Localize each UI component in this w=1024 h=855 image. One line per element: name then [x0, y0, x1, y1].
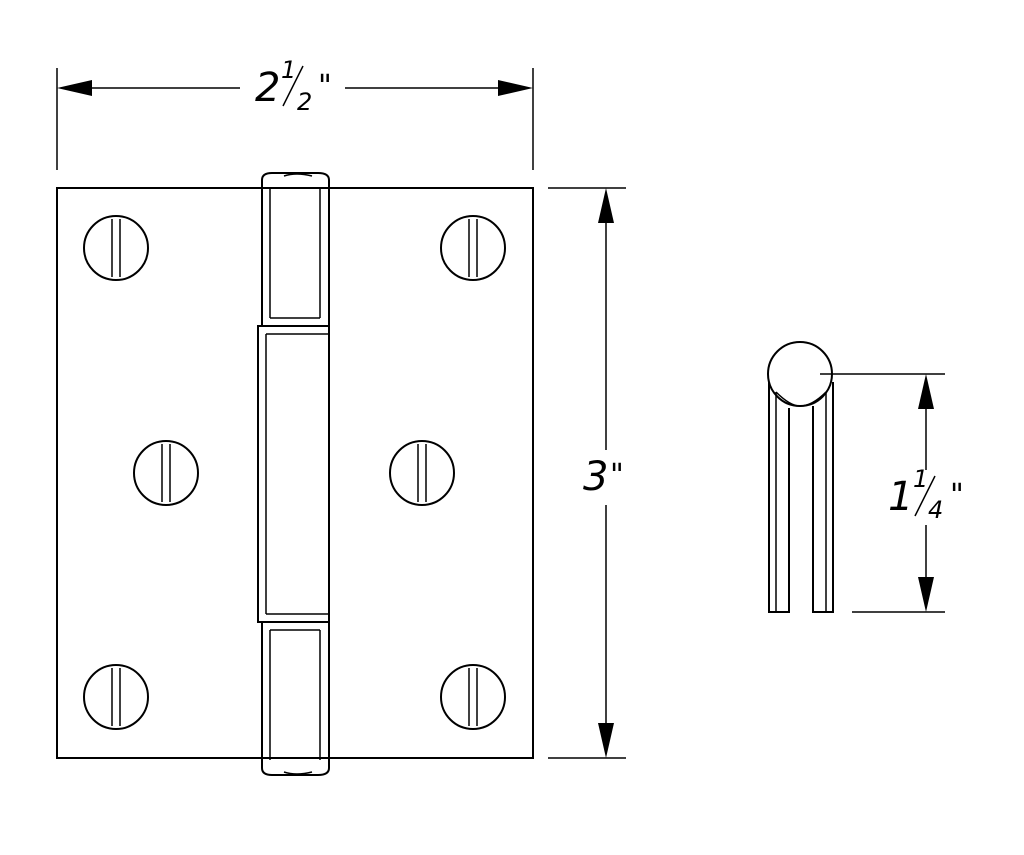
pin-numerator-label: 1	[913, 465, 928, 493]
hinge-knuckles	[257, 172, 330, 776]
height-whole-label: 3	[583, 454, 608, 500]
pin-height-dimension: 1 1 4 "	[820, 373, 964, 613]
pin-unit-label: "	[950, 478, 964, 513]
width-numerator-label: 1	[281, 56, 296, 84]
screw-holes	[83, 215, 506, 730]
top-knuckle	[261, 172, 330, 326]
arrowhead-down-icon	[918, 577, 934, 612]
arrowhead-down-icon	[598, 723, 614, 758]
screw-icon	[440, 664, 506, 730]
arrowhead-up-icon	[918, 374, 934, 409]
hinge-plate-outline	[56, 187, 534, 759]
width-whole-label: 2	[255, 65, 280, 111]
hinge-front-view	[56, 172, 534, 776]
arrowhead-left-icon	[57, 80, 92, 96]
height-unit-label: "	[610, 458, 624, 493]
middle-knuckle	[257, 325, 330, 623]
bottom-knuckle	[261, 622, 330, 776]
width-dimension: 2 1 2 "	[56, 56, 534, 170]
width-denominator-label: 2	[297, 88, 312, 116]
arrowhead-up-icon	[598, 188, 614, 223]
pin-denominator-label: 4	[928, 496, 943, 524]
screw-icon	[389, 440, 455, 506]
screw-icon	[133, 440, 199, 506]
arrowhead-right-icon	[498, 80, 533, 96]
screw-icon	[83, 215, 149, 281]
pin-whole-label: 1	[888, 474, 913, 520]
height-dimension: 3 "	[548, 187, 626, 759]
hinge-side-view	[767, 341, 834, 613]
screw-icon	[440, 215, 506, 281]
width-unit-label: "	[318, 69, 332, 104]
screw-icon	[83, 664, 149, 730]
